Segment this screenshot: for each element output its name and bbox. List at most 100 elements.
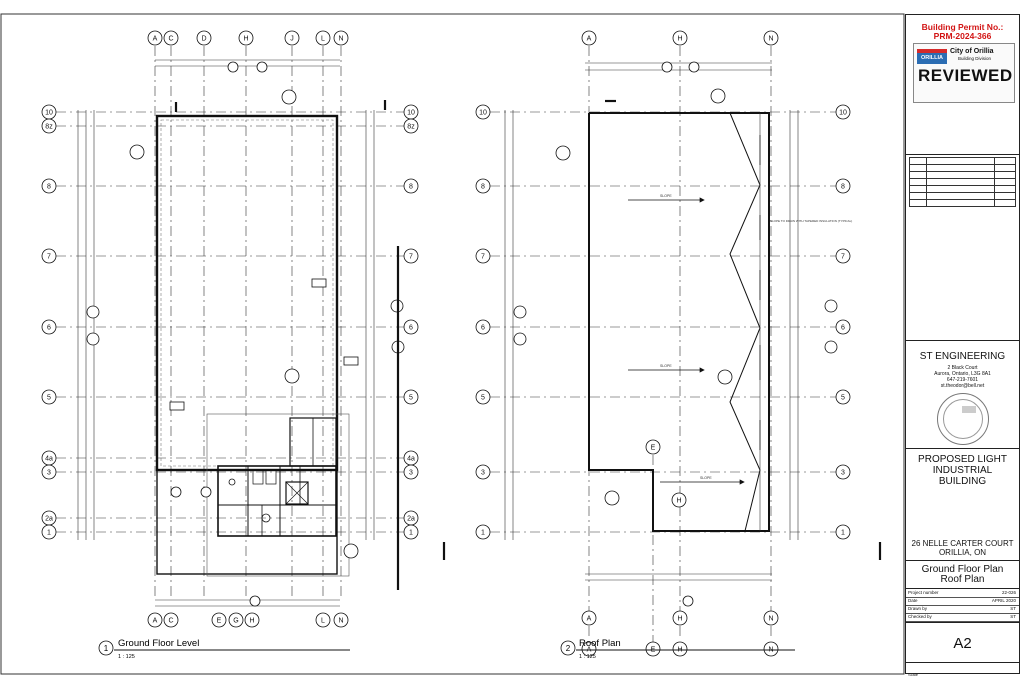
view-scale: 1 : 125 bbox=[579, 654, 596, 660]
grid-bubble-top: A bbox=[147, 30, 163, 46]
svg-text:10: 10 bbox=[407, 110, 415, 117]
grid-bubble-left: 3 bbox=[41, 464, 57, 480]
project-cell: PROPOSED LIGHT INDUSTRIAL BUILDING 26 NE… bbox=[906, 449, 1019, 561]
slope-label: SLOPE bbox=[660, 194, 672, 198]
svg-text:A: A bbox=[153, 36, 158, 43]
roof-slope-labels: SLOPE SLOPE SLOPE SLOPE TO DRAIN WITH TA… bbox=[660, 194, 852, 480]
roof-heavy-marks bbox=[605, 99, 882, 560]
svg-text:1: 1 bbox=[409, 530, 413, 537]
svg-text:3: 3 bbox=[841, 470, 845, 477]
grid-bubble-bottom-2: H bbox=[672, 641, 688, 657]
slope-label: SLOPE bbox=[700, 476, 712, 480]
permit-number: PRM-2024-366 bbox=[933, 31, 992, 41]
ground-canopy-outline bbox=[206, 413, 350, 577]
grid-bubble-right: 3 bbox=[835, 464, 851, 480]
grid-bubble-bottom: A bbox=[581, 610, 597, 626]
grid-bubble-left: 7 bbox=[41, 248, 57, 264]
grid-bubble-top: C bbox=[163, 30, 179, 46]
revision-table bbox=[909, 157, 1016, 207]
grid-bubble-right: 10 bbox=[403, 104, 419, 120]
permit-stamp-cell: Building Permit No.: PRM-2024-366 ORILLI… bbox=[906, 15, 1019, 155]
slope-label: SLOPE bbox=[660, 364, 672, 368]
grid-bubble-bottom: A bbox=[147, 612, 163, 628]
firm-phone: 647-219-7601 bbox=[946, 377, 979, 383]
svg-text:C: C bbox=[168, 36, 173, 43]
svg-text:10: 10 bbox=[479, 110, 487, 117]
svg-text:5: 5 bbox=[481, 395, 485, 402]
sheet-title-1: Ground Floor Plan bbox=[921, 564, 1004, 575]
grid-bubble-bottom-2: N bbox=[763, 641, 779, 657]
ground-interior-wall-line bbox=[160, 119, 334, 467]
sheet-title-2: Roof Plan bbox=[940, 574, 985, 585]
svg-text:3: 3 bbox=[409, 470, 413, 477]
grid-bubble-right: 1 bbox=[403, 524, 419, 540]
sheet-number: A2 bbox=[953, 635, 972, 652]
project-address-1: 26 NELLE CARTER COURT bbox=[911, 539, 1014, 548]
roof-outline bbox=[588, 112, 770, 532]
sheet-number-cell: A2 bbox=[906, 623, 1019, 663]
division-name: Building Division bbox=[958, 56, 992, 61]
roof-slope-arrows bbox=[628, 135, 761, 485]
view-title-ground: 1 Ground Floor Level 1 : 125 bbox=[98, 638, 350, 660]
permit-label: Building Permit No.: bbox=[921, 22, 1004, 32]
svg-text:1: 1 bbox=[47, 530, 51, 537]
grid-bubble-left: 3 bbox=[475, 464, 491, 480]
svg-text:D: D bbox=[201, 36, 206, 43]
svg-text:N: N bbox=[768, 36, 773, 43]
grid-bubble-top: D bbox=[196, 30, 212, 46]
svg-text:N: N bbox=[338, 36, 343, 43]
grid-bubble-right: 5 bbox=[835, 389, 851, 405]
svg-text:8: 8 bbox=[841, 184, 845, 191]
svg-text:A: A bbox=[587, 616, 592, 623]
grid-bubble-left: 8 bbox=[41, 178, 57, 194]
svg-text:6: 6 bbox=[47, 325, 51, 332]
svg-text:G: G bbox=[233, 618, 238, 625]
svg-text:L: L bbox=[321, 36, 325, 43]
grid-bubble-left: 10 bbox=[475, 104, 491, 120]
svg-text:H: H bbox=[249, 618, 254, 625]
grid-bubble-bottom: L bbox=[315, 612, 331, 628]
grid-bubble-left: 8z bbox=[41, 118, 57, 134]
ground-exterior-wall bbox=[155, 114, 339, 472]
svg-text:6: 6 bbox=[841, 325, 845, 332]
svg-text:6: 6 bbox=[481, 325, 485, 332]
grid-bubble-bottom: H bbox=[244, 612, 260, 628]
grid-bubble-left: 5 bbox=[41, 389, 57, 405]
svg-text:6: 6 bbox=[409, 325, 413, 332]
view-title-roof: 2 Roof Plan 1 : 125 bbox=[560, 638, 795, 660]
grid-bubble-bottom: C bbox=[163, 612, 179, 628]
firm-address-1: 2 Black Court bbox=[947, 365, 978, 371]
revision-cell bbox=[906, 155, 1019, 341]
svg-text:C: C bbox=[168, 618, 173, 625]
svg-text:8: 8 bbox=[481, 184, 485, 191]
scale-cell: Scale bbox=[906, 663, 1019, 677]
grid-bubble-left: 5 bbox=[475, 389, 491, 405]
firm-email: st.theodor@bell.net bbox=[940, 383, 985, 389]
svg-text:5: 5 bbox=[841, 395, 845, 402]
project-title-3: BUILDING bbox=[938, 476, 987, 487]
svg-text:N: N bbox=[768, 616, 773, 623]
svg-text:H: H bbox=[677, 36, 682, 43]
firm-cell: ST ENGINEERING 2 Black Court Aurora, Ont… bbox=[906, 341, 1019, 449]
svg-text:J: J bbox=[290, 36, 294, 43]
reviewed-text: REVIEWED bbox=[918, 66, 1013, 85]
svg-text:L: L bbox=[321, 618, 325, 625]
grid-bubble-right: 7 bbox=[403, 248, 419, 264]
ground-callouts bbox=[86, 61, 405, 607]
grid-bubble-left: 1 bbox=[475, 524, 491, 540]
svg-text:4a: 4a bbox=[407, 456, 415, 463]
grid-bubble-bottom: E bbox=[211, 612, 227, 628]
ground-lower-wing bbox=[156, 469, 338, 575]
scale-label: Scale bbox=[908, 672, 919, 677]
svg-text:7: 7 bbox=[47, 254, 51, 261]
engineer-seal bbox=[937, 393, 989, 445]
city-name: City of Orillia bbox=[950, 48, 994, 55]
roof-crickets bbox=[729, 112, 761, 532]
